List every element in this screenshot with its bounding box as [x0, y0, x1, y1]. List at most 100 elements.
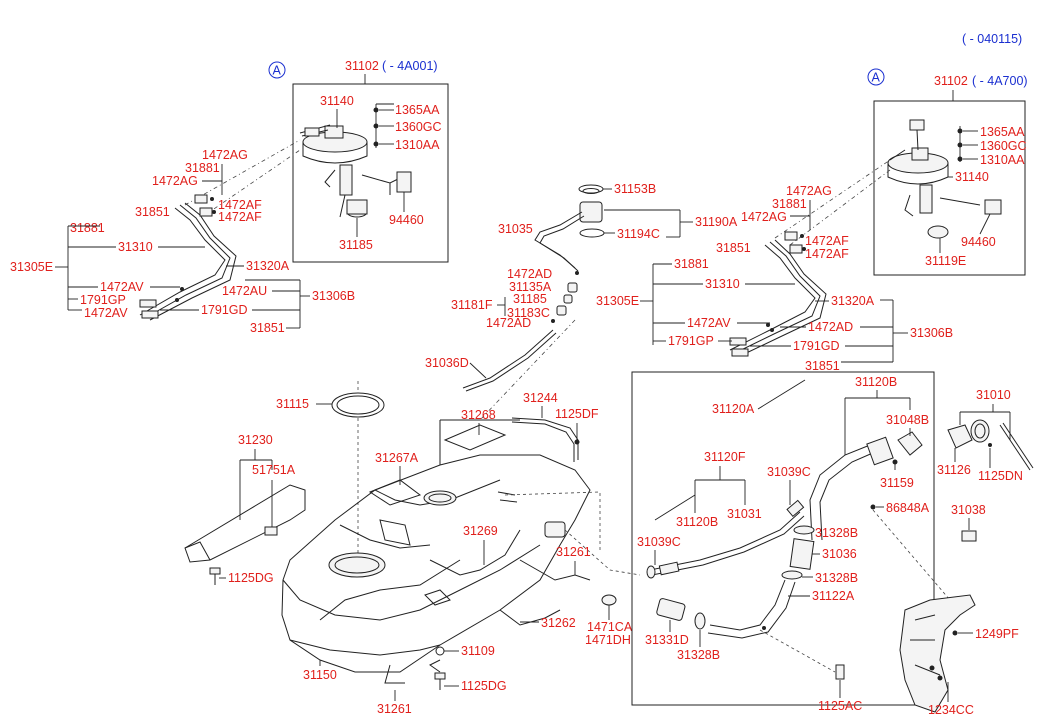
label-31048b: 31048B: [886, 413, 929, 427]
detail-marker-a-right-circle: [867, 68, 885, 86]
label-1472af-r1: 1472AF: [805, 234, 849, 248]
filler-neck-assembly: 31120A 31120F 31120B 31031 31039C 31039C…: [631, 371, 951, 713]
label-1791gp-r: 1791GP: [668, 334, 714, 348]
label-31185-left: 31185: [339, 238, 373, 252]
label-31881-r1: 31881: [772, 197, 807, 211]
label-31039c-2: 31039C: [637, 535, 681, 549]
label-1472ag-l2: 1472AG: [152, 174, 198, 188]
left-pump-box: [292, 83, 449, 263]
label-31331d: 31331D: [645, 633, 689, 647]
label-31328b-1: 31328B: [815, 526, 858, 540]
label-31851-r2: 31851: [805, 359, 840, 373]
label-31881-l1: 31881: [185, 161, 220, 175]
label-51751a: 51751A: [252, 463, 296, 477]
label-31851-l1: 31851: [135, 205, 170, 219]
filler-neck-box: [631, 371, 935, 706]
label-31159: 31159: [880, 476, 914, 490]
label-31328b-3: 31328B: [677, 648, 720, 662]
label-31262: 31262: [541, 616, 576, 630]
label-31269: 31269: [463, 524, 498, 538]
label-31140-left: 31140: [320, 94, 354, 108]
label-31109: 31109: [461, 644, 495, 658]
label-94460-left: 94460: [389, 213, 424, 227]
detail-marker-a-left-circle: [268, 61, 286, 79]
label-31320a-r: 31320A: [831, 294, 875, 308]
label-1360gc-left: 1360GC: [395, 120, 442, 134]
label-1472ag-l1: 1472AG: [202, 148, 248, 162]
label-31190a: 31190A: [695, 215, 738, 229]
label-31135a: 31135A: [509, 280, 552, 294]
label-31851-r1: 31851: [716, 241, 751, 255]
label-31102-left: 31102: [345, 59, 379, 73]
label-31115: 31115: [276, 397, 309, 411]
center-filter-assembly: 31153B 31035 31190A 31194C 1472AD 31135A…: [425, 182, 738, 421]
label-86848a: 86848A: [886, 501, 930, 515]
label-1791gp-l: 1791GP: [80, 293, 126, 307]
label-31035: 31035: [498, 222, 533, 236]
label-1125dg-2: 1125DG: [461, 679, 507, 693]
label-1472ad-c2: 1472AD: [486, 316, 531, 330]
label-31881-r2: 31881: [674, 257, 709, 271]
label-31306b-r: 31306B: [910, 326, 953, 340]
label-1125dg-1: 1125DG: [228, 571, 274, 585]
label-31244: 31244: [523, 391, 558, 405]
label-31268: 31268: [461, 408, 496, 422]
label-31306b-l: 31306B: [312, 289, 355, 303]
label-31036: 31036: [822, 547, 857, 561]
label-4a700: ( - 4A700): [972, 74, 1028, 88]
label-31039c-1: 31039C: [767, 465, 811, 479]
label-1472af-l1: 1472AF: [218, 198, 262, 212]
label-1472ad-r: 1472AD: [808, 320, 853, 334]
label-1471ca: 1471CA: [587, 620, 633, 634]
label-1365aa-left: 1365AA: [395, 103, 440, 117]
right-fuel-line-assembly: 1472AG 31881 1472AG 31851 1472AF 1472AF …: [596, 159, 953, 373]
label-31036d: 31036D: [425, 356, 469, 370]
label-31261-2: 31261: [377, 702, 412, 716]
right-pump-box: [873, 100, 1026, 276]
label-1472av-l1: 1472AV: [100, 280, 144, 294]
label-1472au-l: 1472AU: [222, 284, 267, 298]
label-4a001: ( - 4A001): [382, 59, 438, 73]
label-31185-c: 31185: [513, 292, 547, 306]
label-31038: 31038: [951, 503, 986, 517]
label-31230: 31230: [238, 433, 273, 447]
detail-marker-a-left: A: [273, 64, 282, 78]
label-1234cc: 1234CC: [928, 703, 974, 717]
left-pump-assembly: A 31102 ( - 4A001) 31140 1365AA 1360GC 1…: [268, 59, 449, 263]
label-1360gc-r: 1360GC: [980, 139, 1027, 153]
label-31267a: 31267A: [375, 451, 419, 465]
label-1791gd-r: 1791GD: [793, 339, 840, 353]
label-1310aa-left: 1310AA: [395, 138, 440, 152]
fuel-tank: 31115 31244 1125DF: [184, 380, 641, 716]
label-31305e-r: 31305E: [596, 294, 639, 308]
label-31031: 31031: [727, 507, 762, 521]
label-31119e: 31119E: [925, 254, 966, 268]
left-fuel-line-assembly: 1472AG 31881 1472AG 31851 1472AF 1472AF …: [10, 139, 355, 335]
label-31150: 31150: [303, 668, 337, 682]
label-1472av-l2: 1472AV: [84, 306, 128, 320]
label-31305e-l: 31305E: [10, 260, 53, 274]
label-1125dn: 1125DN: [978, 469, 1023, 483]
label-1310aa-r: 1310AA: [980, 153, 1025, 167]
fuel-filler-door-parts: 31010 31126 1125DN 31038 1249PF 1234CC: [899, 388, 1034, 717]
label-1791gd-l: 1791GD: [201, 303, 248, 317]
label-1365aa-r: 1365AA: [980, 125, 1025, 139]
version-note: ( - 040115): [962, 32, 1022, 46]
label-1471dh: 1471DH: [585, 633, 631, 647]
label-1472af-r2: 1472AF: [805, 247, 849, 261]
label-1472af-l2: 1472AF: [218, 210, 262, 224]
label-31310-r: 31310: [705, 277, 740, 291]
label-1125df: 1125DF: [555, 407, 599, 421]
label-31881-l2: 31881: [70, 221, 105, 235]
label-31328b-2: 31328B: [815, 571, 858, 585]
label-31120a: 31120A: [712, 402, 755, 416]
label-1472av-r: 1472AV: [687, 316, 731, 330]
label-1472ag-r2: 1472AG: [741, 210, 787, 224]
label-1472ag-r1: 1472AG: [786, 184, 832, 198]
label-1249pf: 1249PF: [975, 627, 1019, 641]
label-31310-l: 31310: [118, 240, 153, 254]
label-31010: 31010: [976, 388, 1011, 402]
label-31320a-l: 31320A: [246, 259, 290, 273]
label-31261-1: 31261: [556, 545, 591, 559]
